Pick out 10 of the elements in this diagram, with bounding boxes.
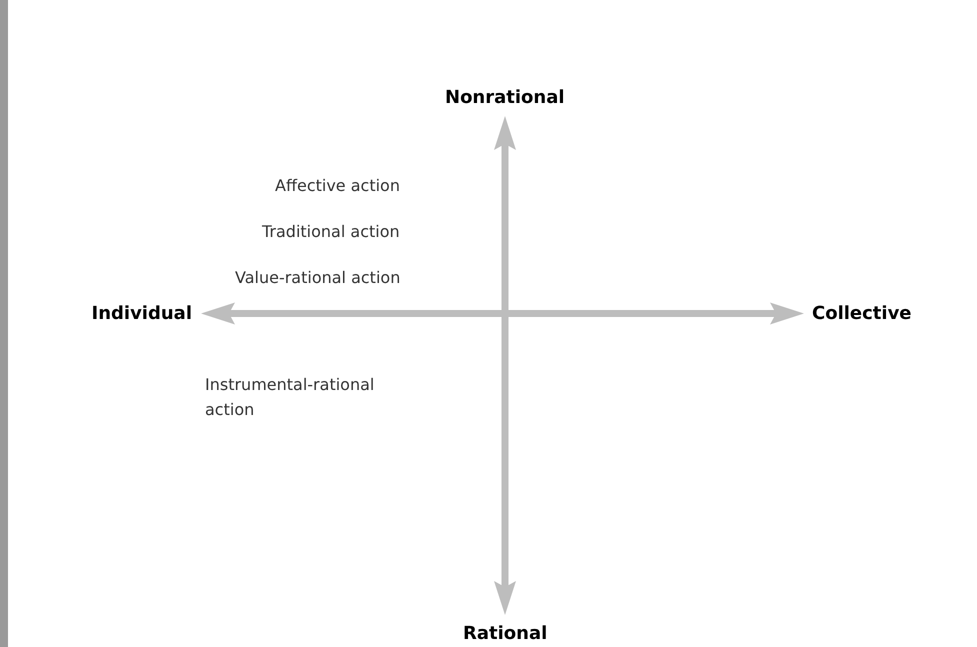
double-headed-arrow <box>201 302 804 324</box>
action-type-label: Value-rational action <box>235 268 400 287</box>
action-type-label: Instrumental-rational action <box>205 374 376 421</box>
axis-label: Collective <box>812 302 912 324</box>
axis-label: Individual <box>92 302 192 324</box>
double-headed-arrow <box>494 116 516 615</box>
action-type-label: Affective action <box>275 176 400 195</box>
action-type-label: Traditional action <box>262 222 400 241</box>
axis-label: Nonrational <box>445 86 565 108</box>
axis-label: Rational <box>463 622 548 644</box>
